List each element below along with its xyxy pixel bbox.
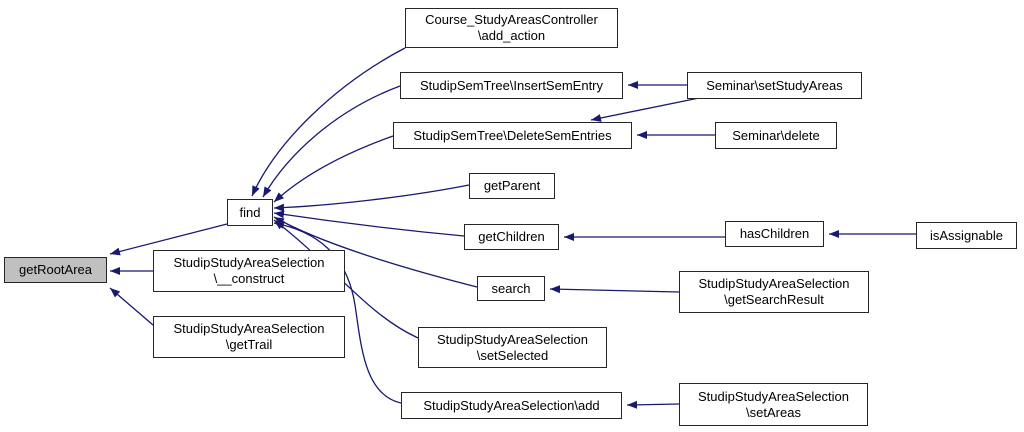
node-studipstudyareaselection-setselected[interactable]: StudipStudyAreaSelection \setSelected bbox=[418, 327, 607, 368]
node-label: StudipStudyAreaSelection bbox=[173, 321, 325, 336]
node-isassignable[interactable]: isAssignable bbox=[916, 222, 1017, 249]
edge-setAreas-to-add bbox=[626, 400, 680, 409]
edge-add-to-find bbox=[273, 220, 402, 404]
node-label-line2: \getSearchResult bbox=[724, 292, 824, 307]
edge-addAction-to-find bbox=[251, 47, 406, 197]
node-getchildren[interactable]: getChildren bbox=[464, 224, 559, 250]
node-label: StudipSemTree\DeleteSemEntries bbox=[413, 127, 612, 143]
node-haschildren[interactable]: hasChildren bbox=[725, 221, 824, 247]
node-label: Seminar\delete bbox=[732, 127, 820, 143]
node-studipstudyareaselection-construct[interactable]: StudipStudyAreaSelection \__construct bbox=[153, 250, 345, 292]
node-studipsemtree-deletesementries[interactable]: StudipSemTree\DeleteSemEntries bbox=[393, 122, 632, 149]
node-studipstudyareaselection-getsearchresult[interactable]: StudipStudyAreaSelection \getSearchResul… bbox=[679, 271, 869, 313]
node-label-line2: \setAreas bbox=[746, 404, 801, 420]
node-studipsemtree-insertsementry[interactable]: StudipSemTree\InsertSemEntry bbox=[400, 72, 623, 99]
node-label: StudipStudyAreaSelection bbox=[436, 331, 589, 347]
node-label: Seminar\setStudyAreas bbox=[706, 77, 843, 93]
edge-deleteSemEntries-to-find bbox=[273, 135, 394, 203]
node-search[interactable]: search bbox=[477, 276, 545, 301]
node-label: StudipStudyAreaSelection bbox=[698, 276, 850, 291]
node-getparent[interactable]: getParent bbox=[469, 173, 555, 199]
edge-getChildren-to-find bbox=[273, 210, 465, 237]
node-label-line2: \add_action bbox=[477, 28, 546, 43]
edge-getParent-to-find bbox=[273, 184, 470, 212]
node-label: search bbox=[491, 280, 531, 296]
edge-insertSemEntry-to-find bbox=[262, 85, 401, 198]
node-label-line2: \getTrail bbox=[225, 337, 273, 352]
edge-setStudyAreas-to-deleteSemEntries bbox=[590, 97, 700, 122]
node-label-line2: \__construct bbox=[213, 271, 285, 286]
node-course-studyareascontroller-add-action[interactable]: Course_StudyAreasController \add_action bbox=[405, 8, 618, 48]
node-studipstudyareaselection-setareas[interactable]: StudipStudyAreaSelection \setAreas bbox=[679, 383, 868, 426]
node-label: find bbox=[239, 204, 261, 220]
node-studipstudyareaselection-gettrail[interactable]: StudipStudyAreaSelection \getTrail bbox=[153, 316, 345, 358]
node-label: StudipStudyAreaSelection bbox=[173, 255, 325, 270]
node-label-line2: \setSelected bbox=[476, 347, 549, 363]
edge-getTrail-to-getRootArea bbox=[109, 287, 154, 326]
node-getRootArea: getRootArea bbox=[4, 257, 107, 283]
node-label: getParent bbox=[483, 178, 541, 193]
edge-getSearchResult-to-search bbox=[549, 285, 680, 294]
node-label: isAssignable bbox=[930, 227, 1003, 243]
node-label: Course_StudyAreasController bbox=[425, 12, 598, 27]
node-label: getChildren bbox=[478, 229, 545, 244]
edge-find-to-getRootArea bbox=[109, 223, 228, 256]
node-label: getRootArea bbox=[19, 262, 92, 277]
node-label: StudipStudyAreaSelection\add bbox=[423, 397, 600, 413]
edge-setSelected-to-find bbox=[273, 219, 419, 339]
node-label: hasChildren bbox=[739, 226, 810, 241]
edge-search-to-find bbox=[273, 216, 478, 288]
node-label: StudipStudyAreaSelection bbox=[697, 388, 850, 404]
node-studipstudyareaselection-add[interactable]: StudipStudyAreaSelection\add bbox=[401, 392, 622, 419]
node-find[interactable]: find bbox=[227, 199, 273, 226]
node-seminar-setstudyareas[interactable]: Seminar\setStudyAreas bbox=[687, 72, 862, 99]
node-seminar-delete[interactable]: Seminar\delete bbox=[715, 122, 837, 149]
node-label: StudipSemTree\InsertSemEntry bbox=[419, 77, 604, 93]
